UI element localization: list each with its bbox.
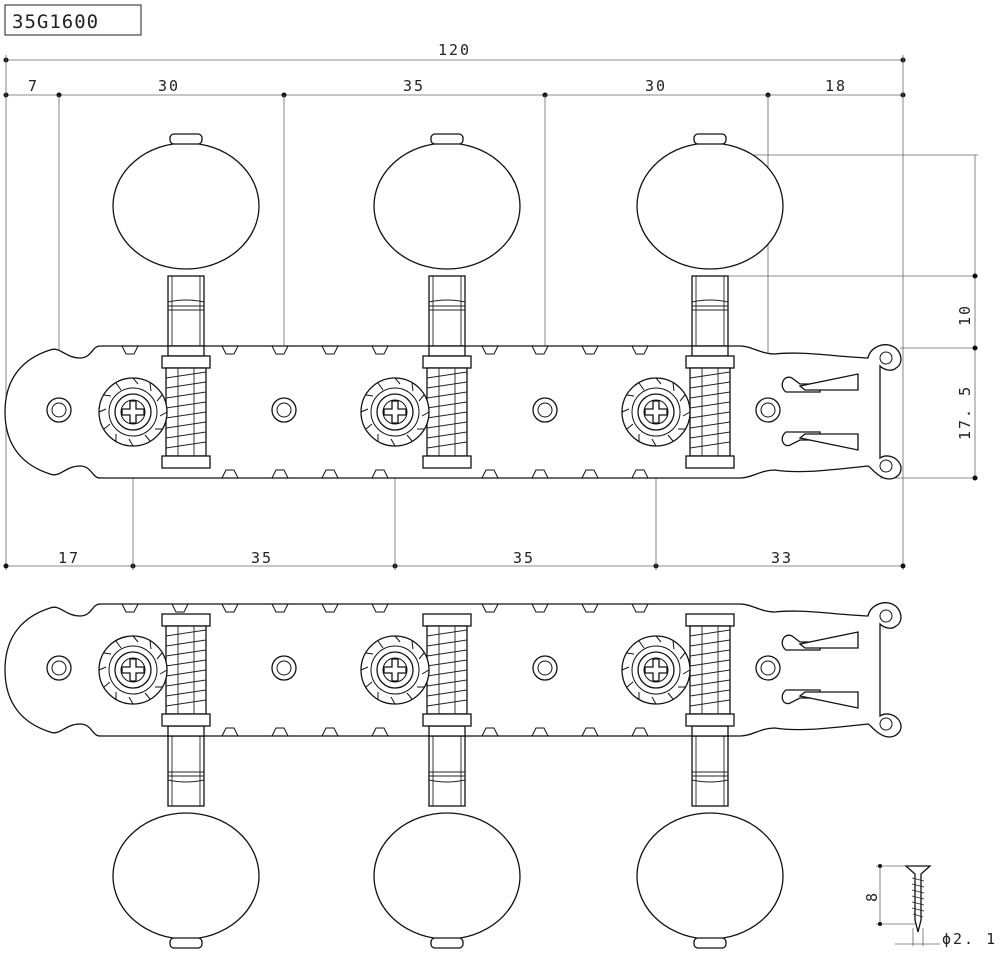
dim-seg-1: 7: [28, 77, 39, 95]
dim-seg-2: 30: [158, 77, 180, 95]
right-dimensions: 10 17. 5: [710, 154, 978, 481]
bottom-dimensions: 17 35 35 33: [3, 412, 906, 570]
dim-bottom-seg-2: 35: [251, 549, 273, 567]
top-view: [4, 133, 902, 480]
bottom-view: [4, 602, 902, 949]
dim-seg-3: 35: [403, 77, 425, 95]
screw-diameter: ϕ2. 1: [942, 930, 997, 948]
dim-bottom-seg-4: 33: [771, 549, 793, 567]
dim-seg-5: 18: [825, 77, 847, 95]
dim-plate-height: 17. 5: [956, 385, 974, 440]
model-number: 35G1600: [12, 11, 99, 33]
top-dimensions: 120 7 30 35 30 18: [3, 41, 906, 570]
dim-overall: 120: [438, 41, 471, 59]
model-label: 35G1600: [4, 4, 142, 36]
dim-knob-height: 10: [956, 304, 974, 326]
dim-bottom-seg-3: 35: [513, 549, 535, 567]
screw-length: 8: [863, 891, 881, 902]
dim-bottom-seg-1: 17: [58, 549, 80, 567]
dim-seg-4: 30: [645, 77, 667, 95]
screw-detail: 8 ϕ2. 1: [863, 864, 997, 948]
